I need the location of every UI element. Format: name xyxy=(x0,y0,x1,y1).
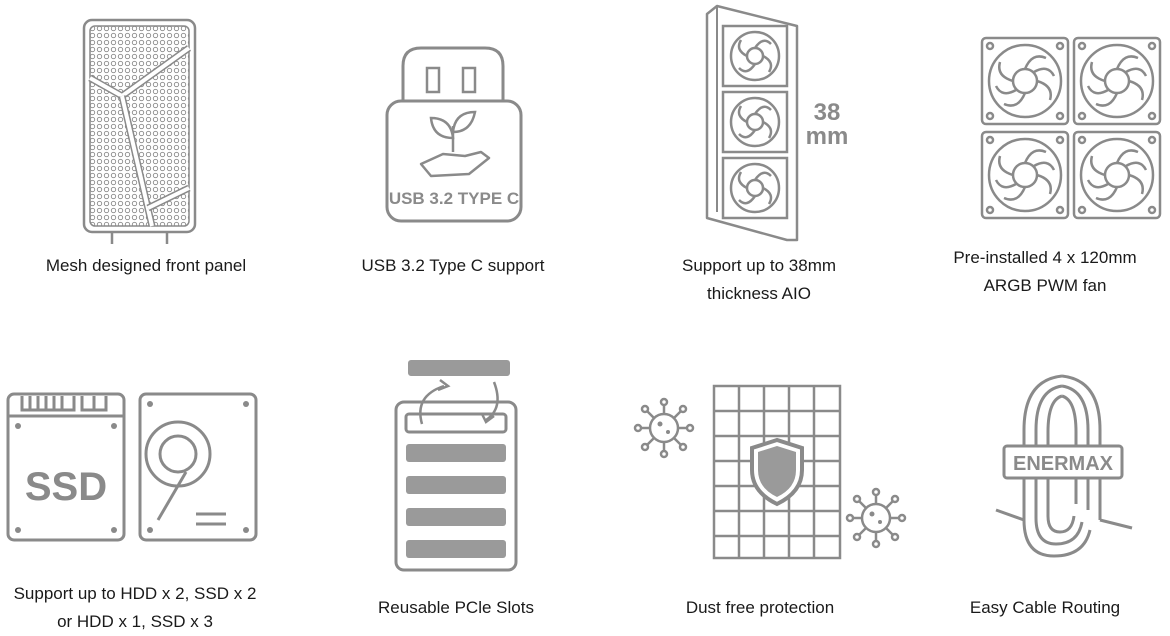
fan-array-icon xyxy=(980,36,1162,220)
cable-routing-icon: ENERMAX xyxy=(994,370,1136,562)
mesh-front-panel-icon xyxy=(82,18,197,246)
caption-aio: Support up to 38mm thickness AIO xyxy=(681,256,837,303)
ssd-icon-label: SSD xyxy=(25,465,107,509)
thickness-value: 38 xyxy=(814,99,841,126)
feature-storage: SSD Support up to HDD x 2, SSD x 2 or HD… xyxy=(0,330,270,634)
radiator-icon: 38 mm xyxy=(705,4,855,244)
feature-cable: ENERMAX Easy Cable Routing xyxy=(920,330,1170,634)
feature-usb: USB 3.2 TYPE C USB 3.2 Type C support xyxy=(307,0,599,300)
feature-pcie: Reusable PCle Slots xyxy=(310,330,602,634)
feature-mesh: Mesh designed front panel xyxy=(0,0,292,300)
caption-mesh: Mesh designed front panel xyxy=(45,256,247,275)
caption-pcie: Reusable PCle Slots xyxy=(378,598,534,617)
caption-cable: Easy Cable Routing xyxy=(969,598,1121,617)
caption-fans: Pre-installed 4 x 120mm ARGB PWM fan xyxy=(953,248,1137,295)
caption-storage: Support up to HDD x 2, SSD x 2 or HDD x … xyxy=(13,584,257,631)
usb-type-c-icon: USB 3.2 TYPE C xyxy=(385,46,523,224)
pcie-slots-icon xyxy=(394,358,518,572)
cable-icon-label: ENERMAX xyxy=(1013,453,1114,475)
usb-icon-label: USB 3.2 TYPE C xyxy=(389,189,519,208)
feature-aio: 38 mm Support up to 38mm thickness AIO xyxy=(613,0,905,310)
dust-filter-shield-icon xyxy=(628,384,908,560)
feature-dust: Dust free protection xyxy=(614,330,908,634)
feature-fans: Pre-installed 4 x 120mm ARGB PWM fan xyxy=(920,0,1170,310)
thickness-unit: mm xyxy=(806,123,849,150)
caption-usb: USB 3.2 Type C support xyxy=(361,256,545,275)
ssd-hdd-icon: SSD xyxy=(6,392,258,542)
caption-dust: Dust free protection xyxy=(685,598,835,617)
